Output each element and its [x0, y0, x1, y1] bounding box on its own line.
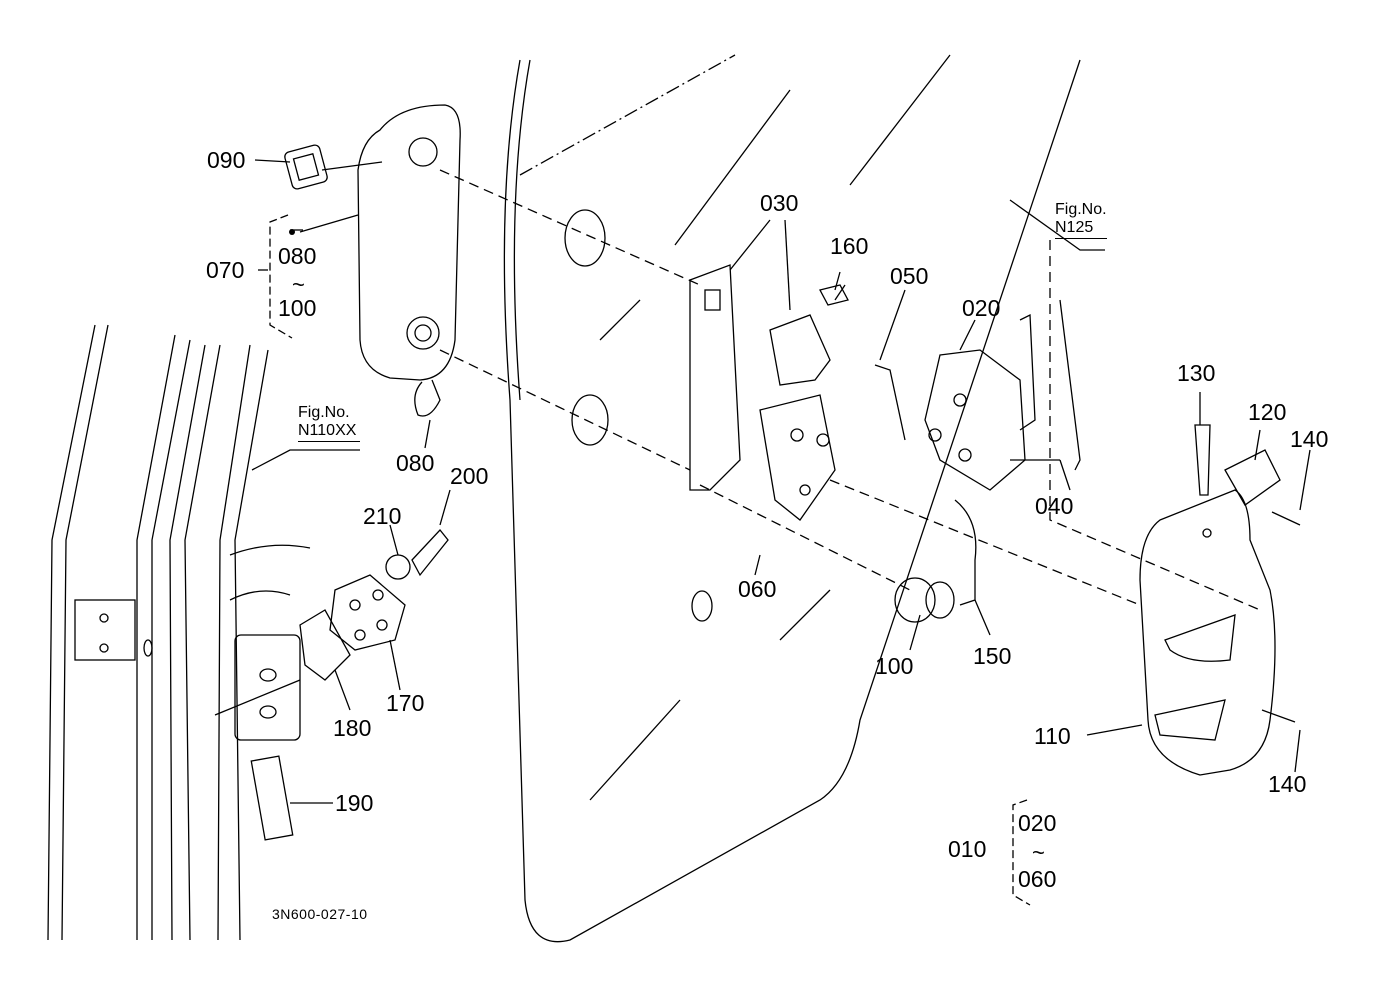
outer-handle [284, 104, 461, 417]
inner-handle-cover [834, 284, 1301, 776]
part-label: 190 [335, 790, 374, 816]
group-from: 020 [1018, 810, 1057, 836]
part-label: 120 [1248, 399, 1287, 425]
door-glass [503, 54, 1081, 943]
group-parent: 010 [948, 836, 987, 862]
cab-frame [47, 324, 311, 941]
hinge-parts [214, 529, 449, 841]
part-label: 100 [875, 653, 914, 679]
part-label: 090 [207, 147, 246, 173]
group-from: 080 [278, 243, 317, 269]
part-label: 210 [363, 503, 402, 529]
part-label: 030 [760, 190, 799, 216]
part-label: 130 [1177, 360, 1216, 386]
part-label: 060 [738, 576, 777, 602]
part-label: 070 [206, 257, 245, 283]
drawing-code: 3N600-027-10 [272, 906, 368, 922]
part-label: 150 [973, 643, 1012, 669]
group-to: 100 [278, 295, 317, 321]
assembly-lines [439, 169, 1261, 611]
part-label: 020 [962, 295, 1001, 321]
fig-ref-n110xx[interactable]: Fig.No. N110XX [298, 404, 361, 442]
group-sep: ~ [1032, 840, 1045, 865]
leader-lines [251, 159, 1311, 804]
lock-cylinder [894, 577, 955, 623]
part-label: 160 [830, 233, 869, 259]
latch-plate [689, 264, 1081, 606]
group-to: 060 [1018, 866, 1057, 892]
part-label: 200 [450, 463, 489, 489]
part-label: 170 [386, 690, 425, 716]
group-brackets [269, 214, 1031, 906]
part-label: 180 [333, 715, 372, 741]
fig-ref-number: N125 [1055, 219, 1107, 239]
part-label: 050 [890, 263, 929, 289]
fig-ref-title: Fig.No. [1055, 201, 1107, 218]
fig-ref-title: Fig.No. [298, 404, 350, 421]
fig-ref-n125[interactable]: Fig.No. N125 [1055, 201, 1107, 239]
part-label: 140 [1290, 426, 1329, 452]
part-label: 080 [396, 450, 435, 476]
dot-marker [289, 229, 295, 235]
group-sep: ~ [292, 272, 305, 297]
part-label: 110 [1034, 723, 1071, 749]
part-label: 040 [1035, 493, 1074, 519]
part-label: 140 [1268, 771, 1307, 797]
fig-ref-number: N110XX [298, 422, 361, 442]
